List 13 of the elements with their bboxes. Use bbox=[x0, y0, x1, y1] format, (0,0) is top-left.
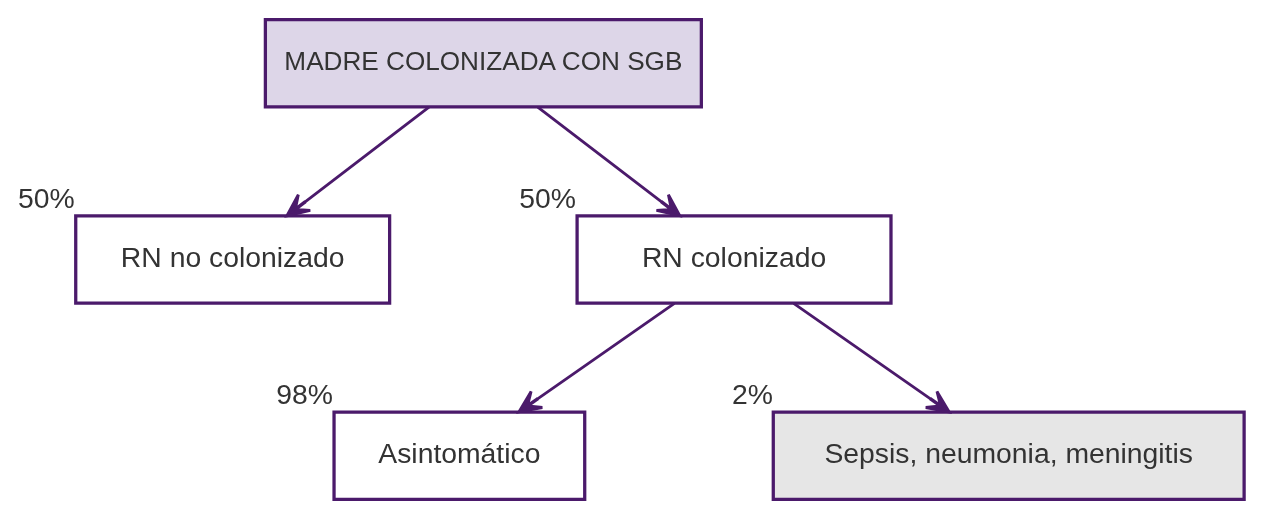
arrow bbox=[536, 105, 682, 217]
node-label: 2% bbox=[732, 377, 774, 410]
node-label: 50% bbox=[17, 181, 75, 214]
node-label: 50% bbox=[519, 181, 577, 214]
node-label: 98% bbox=[276, 377, 333, 410]
arrow bbox=[517, 301, 676, 413]
arrow bbox=[792, 301, 951, 413]
arrow bbox=[285, 105, 430, 217]
node-box: RN colonizado bbox=[575, 213, 893, 305]
node-box: Asintomático bbox=[332, 409, 587, 501]
node-box: Sepsis, neumonia, meningitis bbox=[771, 409, 1246, 501]
node-box: RN no colonizado bbox=[74, 213, 392, 305]
node-box: MADRE COLONIZADA CON SGB bbox=[263, 17, 703, 109]
